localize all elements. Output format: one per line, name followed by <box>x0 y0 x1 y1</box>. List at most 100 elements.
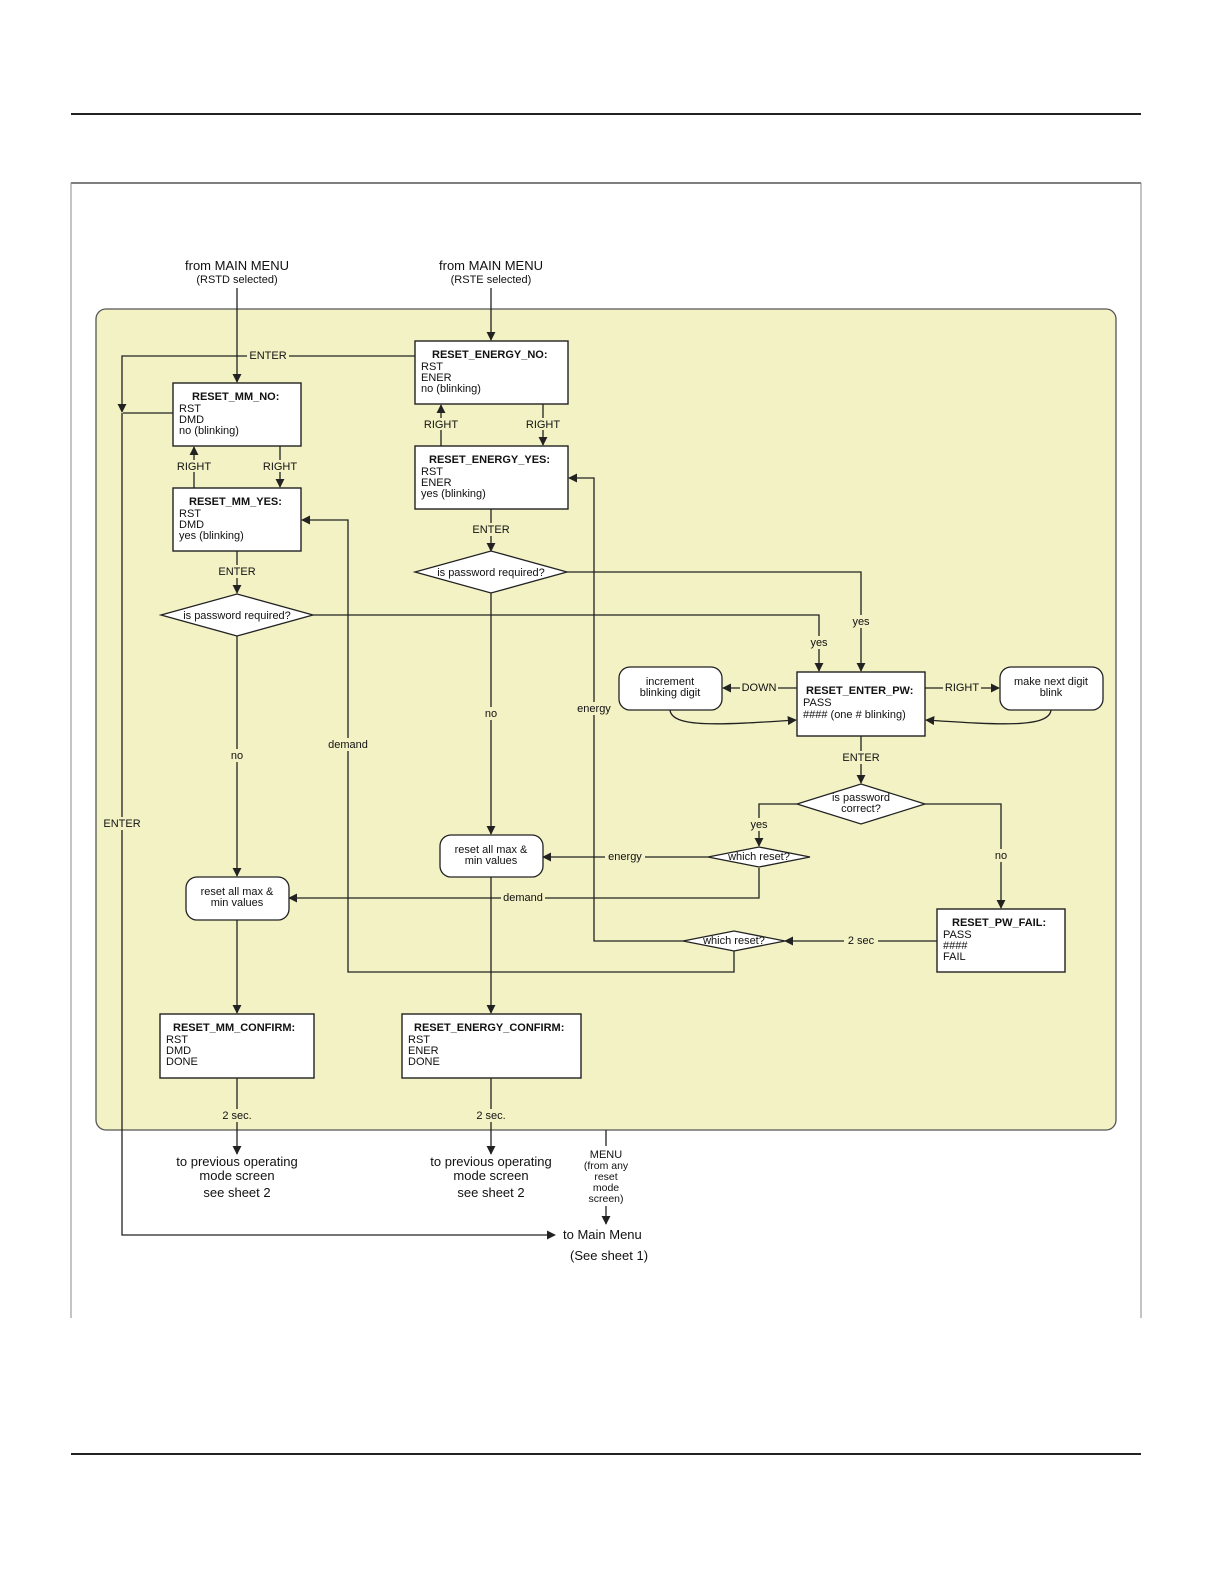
state-line: ENER <box>421 372 452 384</box>
exit-text: see sheet 2 <box>457 1185 524 1200</box>
state-line: PASS <box>803 697 832 709</box>
state-line: DMD <box>179 414 204 426</box>
exit-main-menu: to Main Menu (See sheet 1) <box>563 1227 648 1263</box>
label-energy: energy <box>577 703 611 715</box>
action-text: min values <box>211 897 264 909</box>
decision-pw-correct: is password correct? <box>794 783 928 825</box>
action-text: reset all max & <box>455 844 528 856</box>
state-reset-energy-confirm: RESET_ENERGY_CONFIRM: RST ENER DONE <box>401 1013 582 1079</box>
action-text: make next digit <box>1014 676 1088 688</box>
label-energy: energy <box>608 851 642 863</box>
entry-text: from MAIN MENU <box>439 258 543 273</box>
state-line: #### <box>943 940 968 952</box>
label-yes: yes <box>810 637 828 649</box>
action-reset-mm-values: reset all max & min values <box>185 876 290 921</box>
label-two-sec: 2 sec. <box>476 1110 505 1122</box>
state-title: RESET_MM_YES: <box>189 496 282 508</box>
state-line: ENER <box>408 1045 439 1057</box>
figure-frame <box>70 182 1142 1318</box>
state-line: PASS <box>943 929 972 941</box>
exit-text: see sheet 2 <box>203 1185 270 1200</box>
state-title: RESET_ENERGY_CONFIRM: <box>414 1022 564 1034</box>
state-line: FAIL <box>943 951 966 963</box>
state-line: #### (one # blinking) <box>803 709 906 721</box>
state-line: yes (blinking) <box>421 488 486 500</box>
state-reset-enter-pw: RESET_ENTER_PW: PASS #### (one # blinkin… <box>796 671 926 737</box>
action-text: blink <box>1040 687 1063 699</box>
state-line: DONE <box>166 1056 198 1068</box>
decision-text: which reset? <box>702 935 765 947</box>
label-no: no <box>231 750 243 762</box>
menu-text: (from any <box>584 1160 629 1172</box>
menu-text: mode <box>593 1182 619 1194</box>
state-line: no (blinking) <box>179 425 239 437</box>
decision-text: is password <box>832 792 890 804</box>
menu-note: MENU (from any reset mode screen) <box>584 1149 629 1205</box>
footer-rule <box>71 1453 1141 1455</box>
label-yes: yes <box>852 616 870 628</box>
state-line: DMD <box>179 519 204 531</box>
state-reset-mm-yes: RESET_MM_YES: RST DMD yes (blinking) <box>172 487 302 552</box>
label-yes: yes <box>750 819 768 831</box>
state-line: ENER <box>421 477 452 489</box>
decision-pw-required-energy: is password required? <box>412 550 570 594</box>
action-text: blinking digit <box>640 687 701 699</box>
decision-which-reset-2: which reset? <box>682 930 786 952</box>
decision-text: is password required? <box>183 610 291 622</box>
state-title: RESET_ENERGY_NO: <box>432 349 548 361</box>
decision-which-reset-1: which reset? <box>707 846 811 868</box>
label-demand: demand <box>503 892 543 904</box>
menu-text: screen) <box>588 1193 623 1205</box>
decision-text: is password required? <box>437 567 545 579</box>
state-reset-mm-confirm: RESET_MM_CONFIRM: RST DMD DONE <box>159 1013 315 1079</box>
exit-text: mode screen <box>453 1168 528 1183</box>
state-line: no (blinking) <box>421 383 481 395</box>
state-line: RST <box>408 1034 430 1046</box>
state-reset-energy-no: RESET_ENERGY_NO: RST ENER no (blinking) <box>414 340 569 405</box>
exit-text: to previous operating <box>430 1154 551 1169</box>
exit-energy: to previous operating mode screen see sh… <box>430 1154 551 1200</box>
label-two-sec: 2 sec <box>848 935 875 947</box>
state-line: RST <box>166 1034 188 1046</box>
label-enter: ENTER <box>103 818 140 830</box>
state-line: RST <box>421 361 443 373</box>
decision-text: which reset? <box>727 851 790 863</box>
state-title: RESET_PW_FAIL: <box>952 917 1046 929</box>
action-increment-digit: increment blinking digit <box>618 666 723 711</box>
entry-text: (RSTE selected) <box>451 274 532 286</box>
exit-text: mode screen <box>199 1168 274 1183</box>
label-enter: ENTER <box>218 566 255 578</box>
exit-text: to Main Menu <box>563 1227 642 1242</box>
edge-labels: ENTER RIGHT RIGHT RIGHT RIGHT ENTER ENTE… <box>101 349 1011 1122</box>
state-line: RST <box>179 508 201 520</box>
label-no: no <box>995 850 1007 862</box>
entry-rstd: from MAIN MENU (RSTD selected) <box>185 258 289 286</box>
exit-text: to previous operating <box>176 1154 297 1169</box>
label-enter: ENTER <box>472 524 509 536</box>
action-next-digit: make next digit blink <box>999 666 1104 711</box>
connectors <box>117 288 1052 1240</box>
state-reset-energy-yes: RESET_ENERGY_YES: RST ENER yes (blinking… <box>414 445 569 510</box>
label-right: RIGHT <box>945 682 980 694</box>
label-demand: demand <box>328 739 368 751</box>
label-right: RIGHT <box>526 419 561 431</box>
state-title: RESET_ENTER_PW: <box>806 685 913 697</box>
state-line: RST <box>179 403 201 415</box>
header-rule <box>71 113 1141 115</box>
entry-rste: from MAIN MENU (RSTE selected) <box>439 258 543 286</box>
state-line: DMD <box>166 1045 191 1057</box>
action-reset-energy-values: reset all max & min values <box>439 834 544 878</box>
exit-mm: to previous operating mode screen see sh… <box>176 1154 297 1200</box>
label-right: RIGHT <box>424 419 459 431</box>
decision-pw-required-mm: is password required? <box>158 593 316 637</box>
label-right: RIGHT <box>177 461 212 473</box>
state-title: RESET_MM_CONFIRM: <box>173 1022 295 1034</box>
label-enter: ENTER <box>249 350 286 362</box>
action-text: min values <box>465 855 518 867</box>
exit-text: (See sheet 1) <box>570 1248 648 1263</box>
action-text: reset all max & <box>201 886 274 898</box>
entry-text: from MAIN MENU <box>185 258 289 273</box>
state-reset-pw-fail: RESET_PW_FAIL: PASS #### FAIL <box>936 908 1066 973</box>
label-no: no <box>485 708 497 720</box>
